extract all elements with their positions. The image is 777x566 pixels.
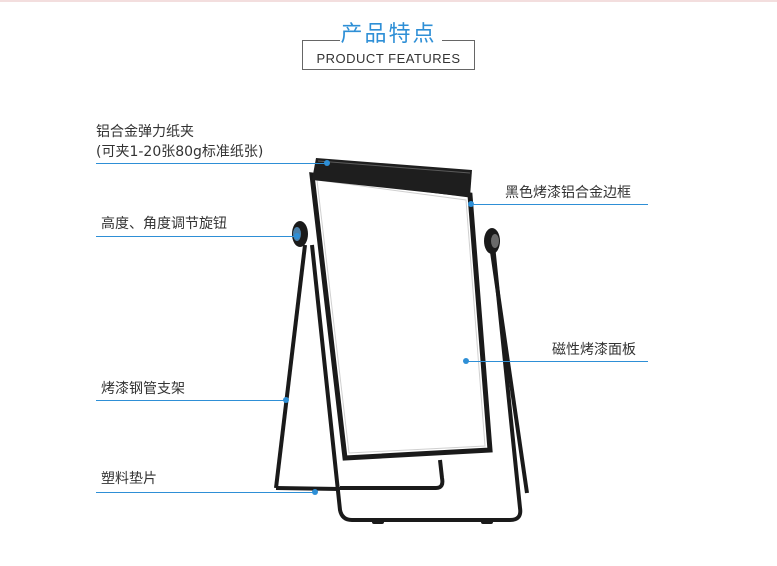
foot-pad bbox=[481, 518, 493, 524]
top-accent-line bbox=[0, 0, 777, 2]
header-frame-line bbox=[474, 40, 475, 70]
feature-clip-label: 铝合金弹力纸夹 bbox=[96, 124, 194, 140]
section-title: 产品特点 bbox=[340, 22, 437, 47]
feature-pads-label: 塑料垫片 bbox=[101, 471, 157, 487]
leader-line bbox=[96, 236, 296, 237]
callout-dot bbox=[312, 489, 318, 495]
callout-dot bbox=[294, 233, 300, 239]
front-u-frame bbox=[310, 244, 523, 522]
magnetic-panel bbox=[316, 179, 486, 454]
section-subtitle: PRODUCT FEATURES bbox=[316, 51, 461, 66]
rear-leg-base bbox=[275, 486, 341, 491]
knob-right-cap bbox=[491, 234, 499, 248]
paper-clip-bar bbox=[312, 158, 472, 197]
leader-line bbox=[96, 163, 326, 164]
header-frame-line bbox=[302, 69, 475, 70]
feature-knob-label: 高度、角度调节旋钮 bbox=[101, 216, 227, 232]
section-header: 产品特点 PRODUCT FEATURES bbox=[302, 12, 475, 70]
header-frame-line bbox=[302, 40, 340, 41]
rear-leg-left bbox=[274, 244, 307, 489]
leader-line bbox=[466, 361, 648, 362]
header-frame-line bbox=[442, 40, 475, 41]
feature-legs-label: 烤漆钢管支架 bbox=[101, 381, 185, 397]
foot-pad bbox=[372, 518, 384, 524]
clip-highlight bbox=[317, 160, 471, 174]
leader-line bbox=[96, 492, 314, 493]
leader-line bbox=[471, 204, 648, 205]
callout-dot bbox=[283, 397, 289, 403]
feature-frame-label: 黑色烤漆铝合金边框 bbox=[505, 185, 631, 201]
feature-clip-note: (可夹1-20张80g标准纸张) bbox=[96, 144, 264, 160]
leader-line bbox=[96, 400, 285, 401]
lower-support-bar bbox=[340, 459, 445, 490]
feature-panel-label: 磁性烤漆面板 bbox=[552, 342, 636, 358]
header-frame-line bbox=[302, 40, 303, 70]
callout-dot bbox=[324, 160, 330, 166]
